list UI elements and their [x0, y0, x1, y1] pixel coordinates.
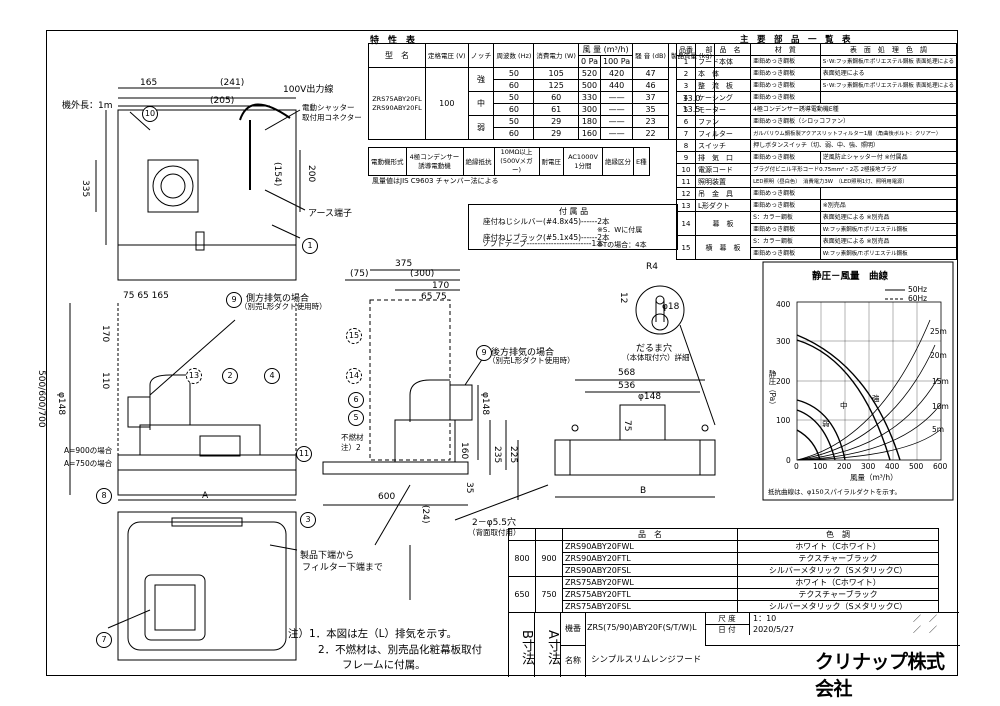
- x-tick: 0: [794, 462, 799, 471]
- balloon-2: 2: [222, 368, 238, 384]
- y-tick: 0: [786, 456, 791, 465]
- spec-model-90: ZRS90ABY20FL: [372, 103, 422, 112]
- graph-ylabel: 静圧（Pa）: [768, 370, 777, 409]
- spec-table: 型 名 定格電圧 (V) ノッチ 周波数 (Hz) 消費電力 (W) 風 量 (…: [368, 43, 716, 140]
- balloon-14: 14: [346, 368, 362, 384]
- pressure-airflow-graph: [762, 261, 954, 501]
- balloon-6: 6: [348, 392, 364, 408]
- x-tick: 300: [861, 462, 876, 471]
- side-view-base: [322, 461, 469, 475]
- title-block: B寸法 A寸法 機番 ZRS(75/90)ABY20F(S/T/W)L 名称 シ…: [508, 612, 960, 700]
- model-code: ZRS(75/90)ABY20F(S/T/W)L: [587, 623, 697, 632]
- y-tick: 300: [776, 337, 791, 346]
- spec-table-title: 特 性 表: [370, 36, 416, 46]
- date-value: 2020/5/27: [753, 625, 795, 634]
- notch-label-low: 弱: [822, 419, 830, 428]
- x-tick: 400: [885, 462, 900, 471]
- y-tick: 400: [776, 300, 791, 309]
- spec-note: 風量値はJIS C9603 チャンバー法による: [372, 177, 499, 185]
- duct-label: 5m: [932, 425, 945, 434]
- balloon-9: 9: [226, 292, 242, 308]
- top-view-fan-box: [147, 159, 199, 213]
- x-tick: 200: [837, 462, 852, 471]
- balloon-10: 10: [142, 106, 158, 122]
- y-tick: 200: [776, 377, 791, 386]
- balloon-8: 8: [96, 488, 112, 504]
- graph-xlabel: 風量（m³/h）: [850, 473, 898, 482]
- legend-60hz: 60Hz: [908, 294, 928, 303]
- daruma-hole-circle: [635, 285, 685, 335]
- top-view-fan-circle: [152, 165, 194, 207]
- earth-terminal-label: アース端子: [308, 209, 353, 219]
- spec-electrical-table: 電動機形式 4極コンデンサー誘導電動機 絶縁抵抗 10MΩ以上 (500Vメガー…: [368, 147, 650, 176]
- balloon-15: 15: [346, 328, 362, 344]
- bottom-view-outline: [117, 511, 297, 661]
- balloon-11: 11: [296, 446, 312, 462]
- x-tick: 500: [909, 462, 924, 471]
- y-tick: 100: [776, 416, 791, 425]
- balloon-5: 5: [348, 410, 364, 426]
- front-view-outline: [117, 454, 297, 496]
- product-name: シンプルスリムレンジフード: [591, 655, 702, 665]
- x-tick: 100: [813, 462, 828, 471]
- duct-label: 20m: [930, 351, 947, 360]
- cable-length-label: 機外長：1m: [62, 101, 113, 111]
- x-tick: 600: [933, 462, 948, 471]
- balloon-3: 3: [300, 512, 316, 528]
- duct-label: 25m: [930, 327, 947, 336]
- balloon-13: 13: [186, 368, 202, 384]
- rear-view-outline: [554, 439, 716, 476]
- output-wire-label: 100V出力線: [283, 85, 334, 95]
- balloon-1: 1: [302, 238, 318, 254]
- graph-title: 静圧－風量 曲線: [812, 271, 889, 282]
- notch-label-mid: 中: [840, 401, 848, 410]
- top-view-outline: [117, 109, 297, 281]
- company-logo: クリナップ株式会社: [815, 651, 945, 700]
- accessory-softtape: ソフトテープ------------------------1本: [482, 239, 604, 248]
- duct-label: 10m: [932, 402, 949, 411]
- note-1: 注）1．本図は左（L）排気を示す。: [288, 628, 457, 640]
- note-3: フレームに付属。: [342, 659, 426, 671]
- duct-label: 15m: [932, 377, 949, 386]
- legend-50hz: 50Hz: [908, 285, 928, 294]
- balloon-9b: 9: [476, 345, 492, 361]
- balloon-7: 7: [96, 632, 112, 648]
- b-dimension-label: B寸法: [509, 613, 535, 677]
- notch-label-high: 強: [872, 394, 880, 403]
- scale-value: 1：10: [753, 614, 777, 623]
- note-2: 2．不燃材は、別売品化粧幕板取付: [318, 644, 483, 656]
- parts-table-title: 主 要 部 品 一 覧 表: [740, 35, 851, 45]
- a-dimension-label: A寸法: [535, 613, 561, 677]
- spec-model-75: ZRS75ABY20FL: [372, 94, 422, 103]
- drawing-frame: [46, 30, 958, 676]
- spec-voltage: 100: [425, 67, 469, 140]
- balloon-4: 4: [264, 368, 280, 384]
- graph-note: 抵抗曲線は、φ150スパイラルダクトを示す。: [768, 488, 902, 496]
